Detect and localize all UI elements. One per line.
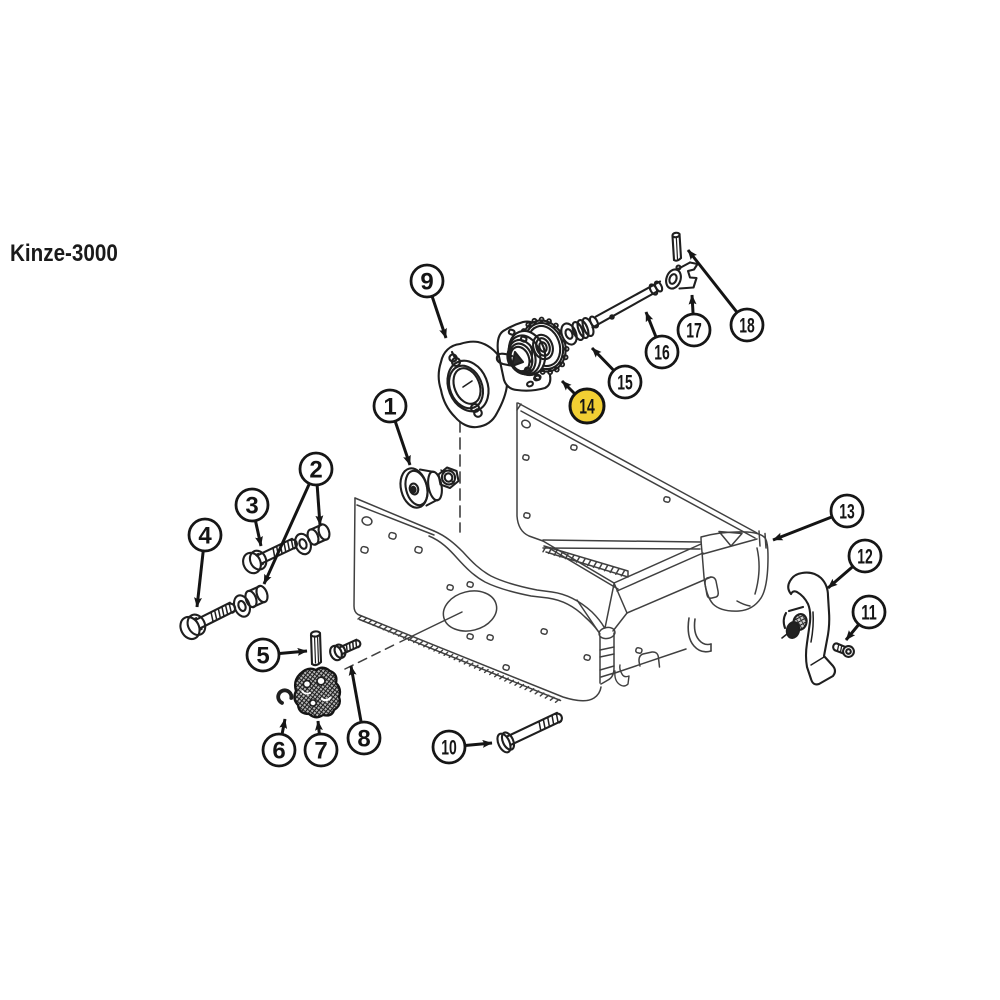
svg-text:16: 16	[654, 342, 670, 365]
svg-text:13: 13	[839, 501, 855, 524]
svg-text:12: 12	[857, 546, 873, 569]
svg-text:18: 18	[739, 315, 755, 338]
svg-text:10: 10	[441, 737, 457, 760]
svg-text:3: 3	[245, 493, 258, 520]
svg-text:5: 5	[256, 643, 269, 670]
svg-text:15: 15	[617, 372, 633, 395]
svg-text:9: 9	[420, 269, 433, 296]
svg-text:14: 14	[579, 396, 595, 419]
svg-text:8: 8	[357, 726, 370, 753]
svg-text:6: 6	[272, 738, 285, 765]
svg-text:17: 17	[686, 320, 702, 343]
svg-text:2: 2	[309, 457, 322, 484]
svg-text:11: 11	[861, 602, 877, 625]
svg-text:7: 7	[314, 738, 327, 765]
svg-text:1: 1	[383, 394, 396, 421]
svg-text:4: 4	[198, 523, 212, 550]
